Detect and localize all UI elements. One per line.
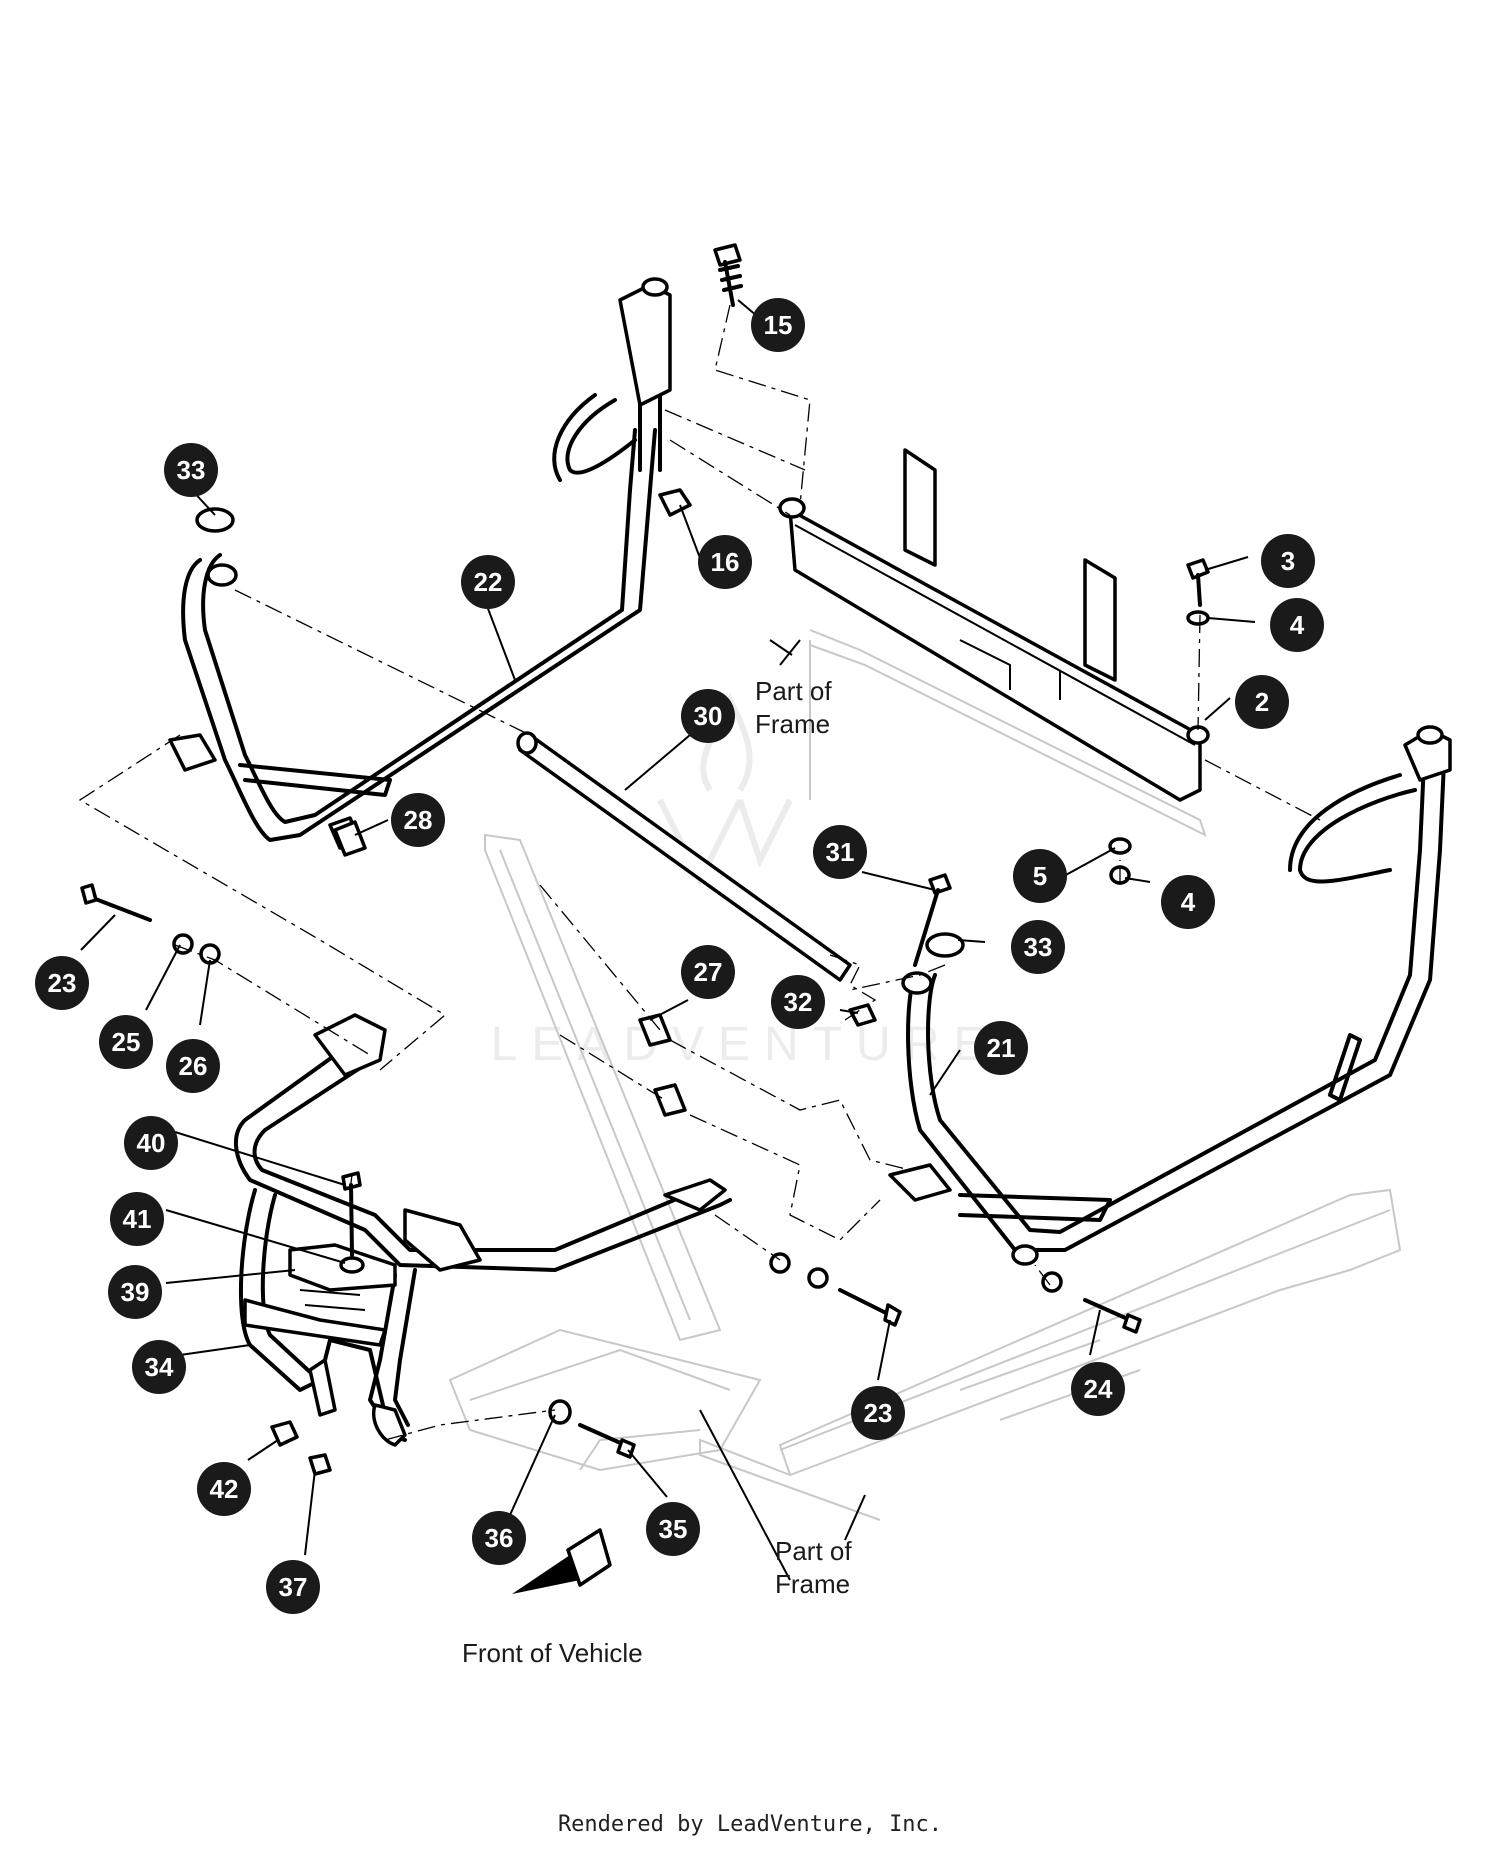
svg-text:39: 39 (121, 1277, 150, 1307)
svg-text:37: 37 (279, 1572, 308, 1602)
svg-text:25: 25 (112, 1027, 141, 1057)
svg-text:41: 41 (123, 1204, 152, 1234)
watermark-text: LEADVENTURE (491, 1018, 1000, 1071)
front-of-vehicle-arrow (512, 1528, 612, 1594)
callout-5: 5 (1013, 849, 1067, 903)
text-labels: Part of Frame Part of Frame Front of Veh… (462, 676, 852, 1668)
callout-33-left: 33 (164, 443, 218, 497)
callout-40: 40 (124, 1116, 178, 1170)
right-side-frame (888, 725, 1452, 1266)
svg-text:22: 22 (474, 567, 503, 597)
svg-text:21: 21 (987, 1033, 1016, 1063)
callout-34: 34 (132, 1340, 186, 1394)
label-front-of-vehicle: Front of Vehicle (462, 1638, 643, 1668)
callout-4-bottom: 4 (1161, 875, 1215, 929)
svg-text:4: 4 (1181, 887, 1196, 917)
svg-text:33: 33 (177, 455, 206, 485)
label-part-of-frame-top-2: Frame (755, 709, 830, 739)
callout-31: 31 (813, 825, 867, 879)
svg-text:2: 2 (1255, 687, 1269, 717)
svg-text:23: 23 (864, 1398, 893, 1428)
watermark: LEADVENTURE (491, 692, 1000, 1071)
crossbar-bracket (778, 448, 1210, 802)
svg-text:26: 26 (179, 1051, 208, 1081)
tube (516, 731, 852, 982)
svg-text:34: 34 (145, 1352, 174, 1382)
label-part-of-frame-top-1: Part of (755, 676, 832, 706)
svg-text:28: 28 (404, 805, 433, 835)
callout-27: 27 (681, 945, 735, 999)
svg-text:40: 40 (137, 1128, 166, 1158)
svg-text:33: 33 (1024, 932, 1053, 962)
label-part-of-frame-bottom-2: Frame (775, 1569, 850, 1599)
svg-text:4: 4 (1290, 610, 1305, 640)
svg-text:35: 35 (659, 1514, 688, 1544)
callout-39: 39 (108, 1265, 162, 1319)
callout-3: 3 (1261, 534, 1315, 588)
svg-text:36: 36 (485, 1523, 514, 1553)
callout-28: 28 (391, 793, 445, 847)
svg-text:16: 16 (711, 547, 740, 577)
front-bumper (233, 1013, 732, 1447)
callouts: 15 33 22 16 3 4 2 30 28 31 5 4 33 27 32 … (35, 298, 1324, 1614)
callout-25: 25 (99, 1015, 153, 1069)
svg-text:30: 30 (694, 701, 723, 731)
svg-text:15: 15 (764, 310, 793, 340)
svg-text:32: 32 (784, 987, 813, 1017)
callout-4-top: 4 (1270, 598, 1324, 652)
callout-26: 26 (166, 1039, 220, 1093)
callout-23-left: 23 (35, 956, 89, 1010)
callout-37: 37 (266, 1560, 320, 1614)
callout-36: 36 (472, 1511, 526, 1565)
callout-21: 21 (974, 1021, 1028, 1075)
svg-text:31: 31 (826, 837, 855, 867)
callout-24: 24 (1071, 1362, 1125, 1416)
callout-32: 32 (771, 975, 825, 1029)
svg-text:24: 24 (1084, 1374, 1113, 1404)
callout-41: 41 (110, 1192, 164, 1246)
label-part-of-frame-bottom-1: Part of (775, 1536, 852, 1566)
fasteners (80, 243, 1210, 1476)
svg-text:42: 42 (210, 1474, 239, 1504)
assembly-lines (78, 304, 1321, 1441)
leader-lines (80, 299, 1256, 1581)
callout-16: 16 (698, 535, 752, 589)
frame-ghost (448, 629, 1402, 1521)
svg-text:5: 5 (1033, 861, 1047, 891)
callout-30: 30 (681, 689, 735, 743)
svg-text:23: 23 (48, 968, 77, 998)
callout-15: 15 (751, 298, 805, 352)
left-side-frame (168, 277, 672, 850)
callout-22: 22 (461, 555, 515, 609)
svg-text:3: 3 (1281, 546, 1295, 576)
callout-42: 42 (197, 1462, 251, 1516)
callout-2: 2 (1235, 675, 1289, 729)
footer-credit: Rendered by LeadVenture, Inc. (557, 1812, 943, 1837)
svg-text:27: 27 (694, 957, 723, 987)
callout-35: 35 (646, 1502, 700, 1556)
callout-23-bottom: 23 (851, 1386, 905, 1440)
callout-33-right: 33 (1011, 920, 1065, 974)
